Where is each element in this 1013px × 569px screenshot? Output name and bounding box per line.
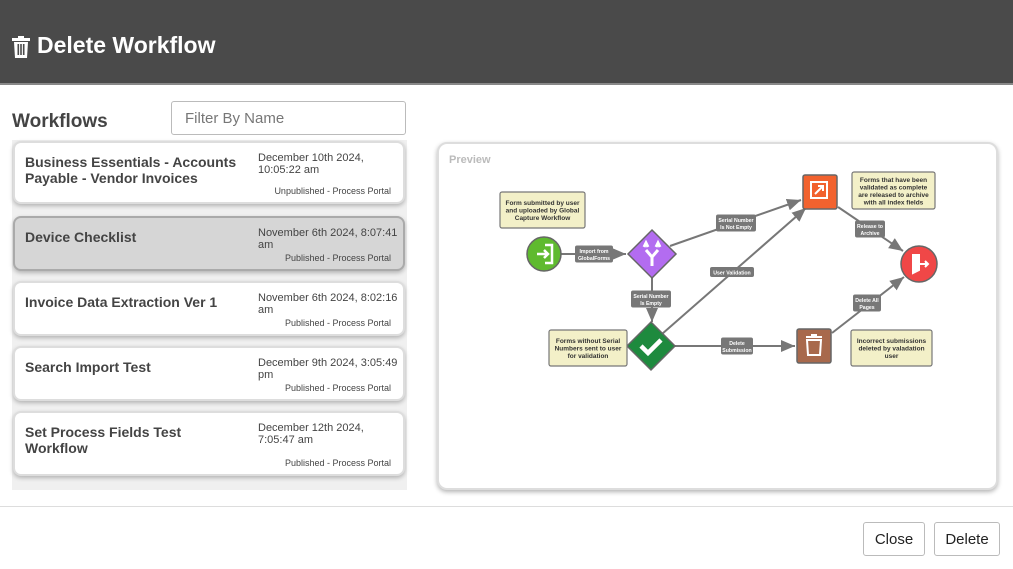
note-text: Incorrect submissions [857, 338, 927, 345]
split-icon [626, 228, 678, 280]
workflow-status: Unpublished - Process Portal [274, 186, 391, 196]
footer-divider [0, 506, 1013, 507]
note-text: user [885, 353, 899, 360]
workflow-item[interactable]: Search Import Test December 9th 2024, 3:… [13, 346, 405, 401]
edge-label-text: Release to [857, 224, 883, 230]
workflow-list[interactable]: Business Essentials - Accounts Payable -… [12, 140, 407, 490]
note-text: Forms without Serial [556, 338, 620, 345]
workflow-name: Business Essentials - Accounts Payable -… [25, 154, 237, 186]
note-text: Forms that have been [860, 177, 927, 184]
workflow-date: December 9th 2024, 3:05:49 pm [258, 357, 398, 381]
note-text: deleted by valadation [858, 346, 924, 353]
edge-label-text: Import from [579, 249, 608, 255]
note-text: with all index fields [863, 199, 924, 206]
trash-icon [12, 36, 30, 58]
dialog-title: Delete Workflow [37, 32, 216, 58]
workflow-status: Published - Process Portal [284, 383, 391, 393]
note-text: Form submitted by user [505, 200, 580, 207]
release-archive-icon [802, 174, 838, 210]
close-button[interactable]: Close [863, 522, 925, 556]
edge-label-text: Is Not Empty [720, 225, 752, 231]
edge-label-text: Delete [729, 341, 745, 347]
edge-label-text: Archive [860, 231, 879, 237]
edge-label-text: Is Empty [640, 301, 662, 307]
filter-by-name-input[interactable] [171, 101, 406, 135]
workflow-item[interactable]: Set Process Fields Test Workflow Decembe… [13, 411, 405, 476]
workflow-status: Published - Process Portal [284, 253, 391, 263]
note-text: are released to archive [858, 192, 929, 199]
note-text: Capture Workflow [515, 215, 571, 222]
workflow-item[interactable]: Device Checklist November 6th 2024, 8:07… [13, 216, 405, 271]
workflow-item[interactable]: Invoice Data Extraction Ver 1 November 6… [13, 281, 405, 336]
workflow-name: Invoice Data Extraction Ver 1 [25, 294, 218, 310]
preview-label: Preview [449, 154, 491, 166]
note-text: and uploaded by Global [506, 208, 580, 215]
workflow-name: Search Import Test [25, 359, 151, 375]
edge-label-text: Pages [859, 305, 874, 311]
workflow-name: Set Process Fields Test Workflow [25, 424, 182, 456]
note-text: for validation [568, 353, 609, 360]
delete-button[interactable]: Delete [934, 522, 1000, 556]
workflow-date: December 12th 2024, 7:05:47 am [258, 422, 364, 446]
edge-label-text: Serial Number [633, 294, 668, 300]
dialog-header: Delete Workflow [0, 0, 1013, 85]
workflow-date: December 10th 2024, 10:05:22 am [258, 152, 364, 176]
checkmark-icon [625, 320, 677, 372]
trash-node-icon [796, 328, 832, 364]
note-text: validated as complete [860, 184, 928, 191]
edge-label-text: Serial Number [718, 218, 753, 224]
edge-label-text: Submission [722, 348, 751, 354]
exit-icon [900, 245, 938, 283]
edge-label-text: User Validation [713, 271, 750, 277]
workflows-label: Workflows [12, 111, 108, 132]
edge-label-text: Delete All [855, 298, 879, 304]
workflow-date: November 6th 2024, 8:02:16 am [258, 292, 398, 316]
workflow-status: Published - Process Portal [284, 458, 391, 468]
edge-label-text: GlobalForms [578, 256, 610, 262]
start-icon [526, 236, 562, 272]
workflow-item[interactable]: Business Essentials - Accounts Payable -… [13, 141, 405, 204]
edge-label-uservalid: User Validation [710, 267, 754, 277]
note-text: Numbers sent to user [555, 346, 622, 353]
workflow-status: Published - Process Portal [284, 318, 391, 328]
workflow-date: November 6th 2024, 8:07:41 am [258, 227, 398, 251]
workflow-name: Device Checklist [25, 229, 137, 245]
